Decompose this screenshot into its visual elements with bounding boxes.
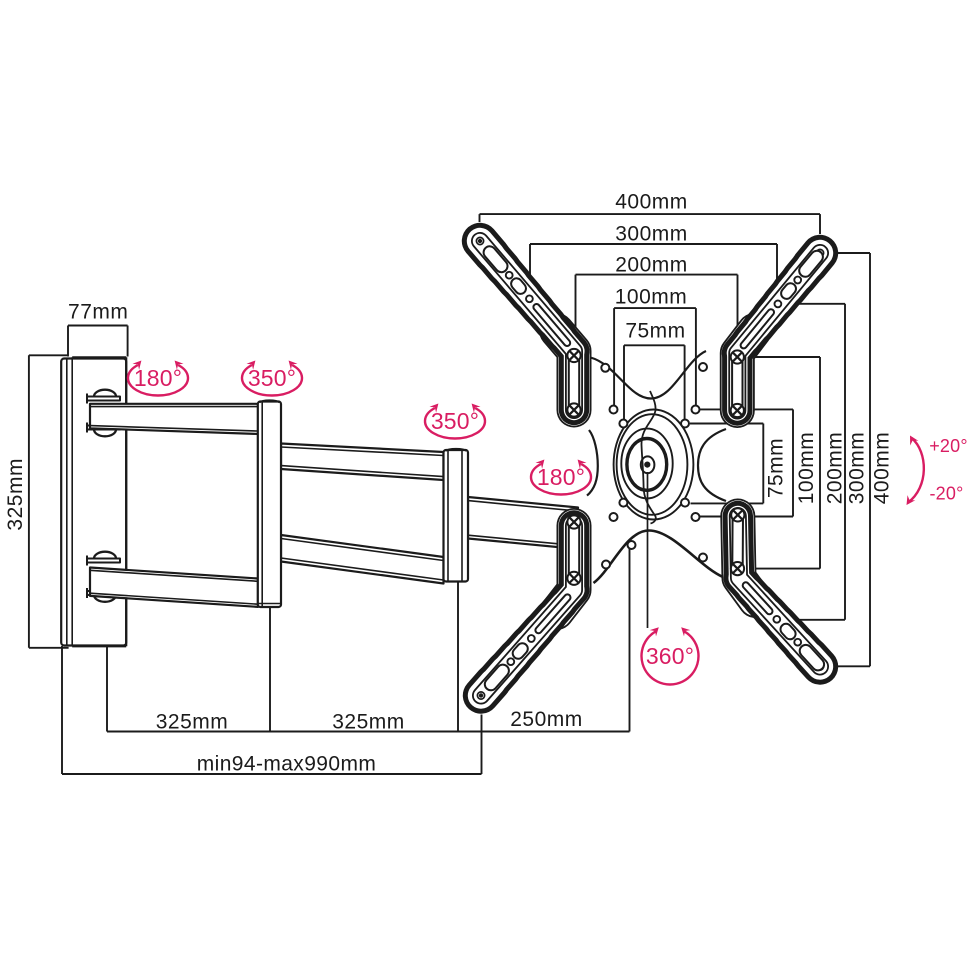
svg-text:300mm: 300mm xyxy=(845,432,868,505)
svg-text:200mm: 200mm xyxy=(824,432,847,505)
svg-text:400mm: 400mm xyxy=(870,432,893,505)
svg-text:325mm: 325mm xyxy=(156,711,229,734)
svg-text:75mm: 75mm xyxy=(764,438,787,498)
svg-text:325mm: 325mm xyxy=(332,711,405,734)
svg-text:+20°: +20° xyxy=(929,436,968,456)
svg-text:350°: 350° xyxy=(248,365,296,391)
svg-text:250mm: 250mm xyxy=(510,708,583,731)
svg-text:180°: 180° xyxy=(134,365,182,391)
svg-text:75mm: 75mm xyxy=(625,320,685,343)
svg-text:325mm: 325mm xyxy=(4,458,27,531)
svg-text:360°: 360° xyxy=(646,643,694,669)
svg-text:100mm: 100mm xyxy=(615,286,688,309)
svg-text:350°: 350° xyxy=(431,408,479,434)
svg-text:100mm: 100mm xyxy=(795,432,818,505)
svg-text:min94-max990mm: min94-max990mm xyxy=(197,753,377,776)
svg-text:400mm: 400mm xyxy=(615,191,688,214)
svg-text:200mm: 200mm xyxy=(615,254,688,277)
svg-text:180°: 180° xyxy=(537,464,585,490)
svg-text:300mm: 300mm xyxy=(615,223,688,246)
svg-text:77mm: 77mm xyxy=(68,301,128,324)
svg-text:-20°: -20° xyxy=(929,484,963,504)
